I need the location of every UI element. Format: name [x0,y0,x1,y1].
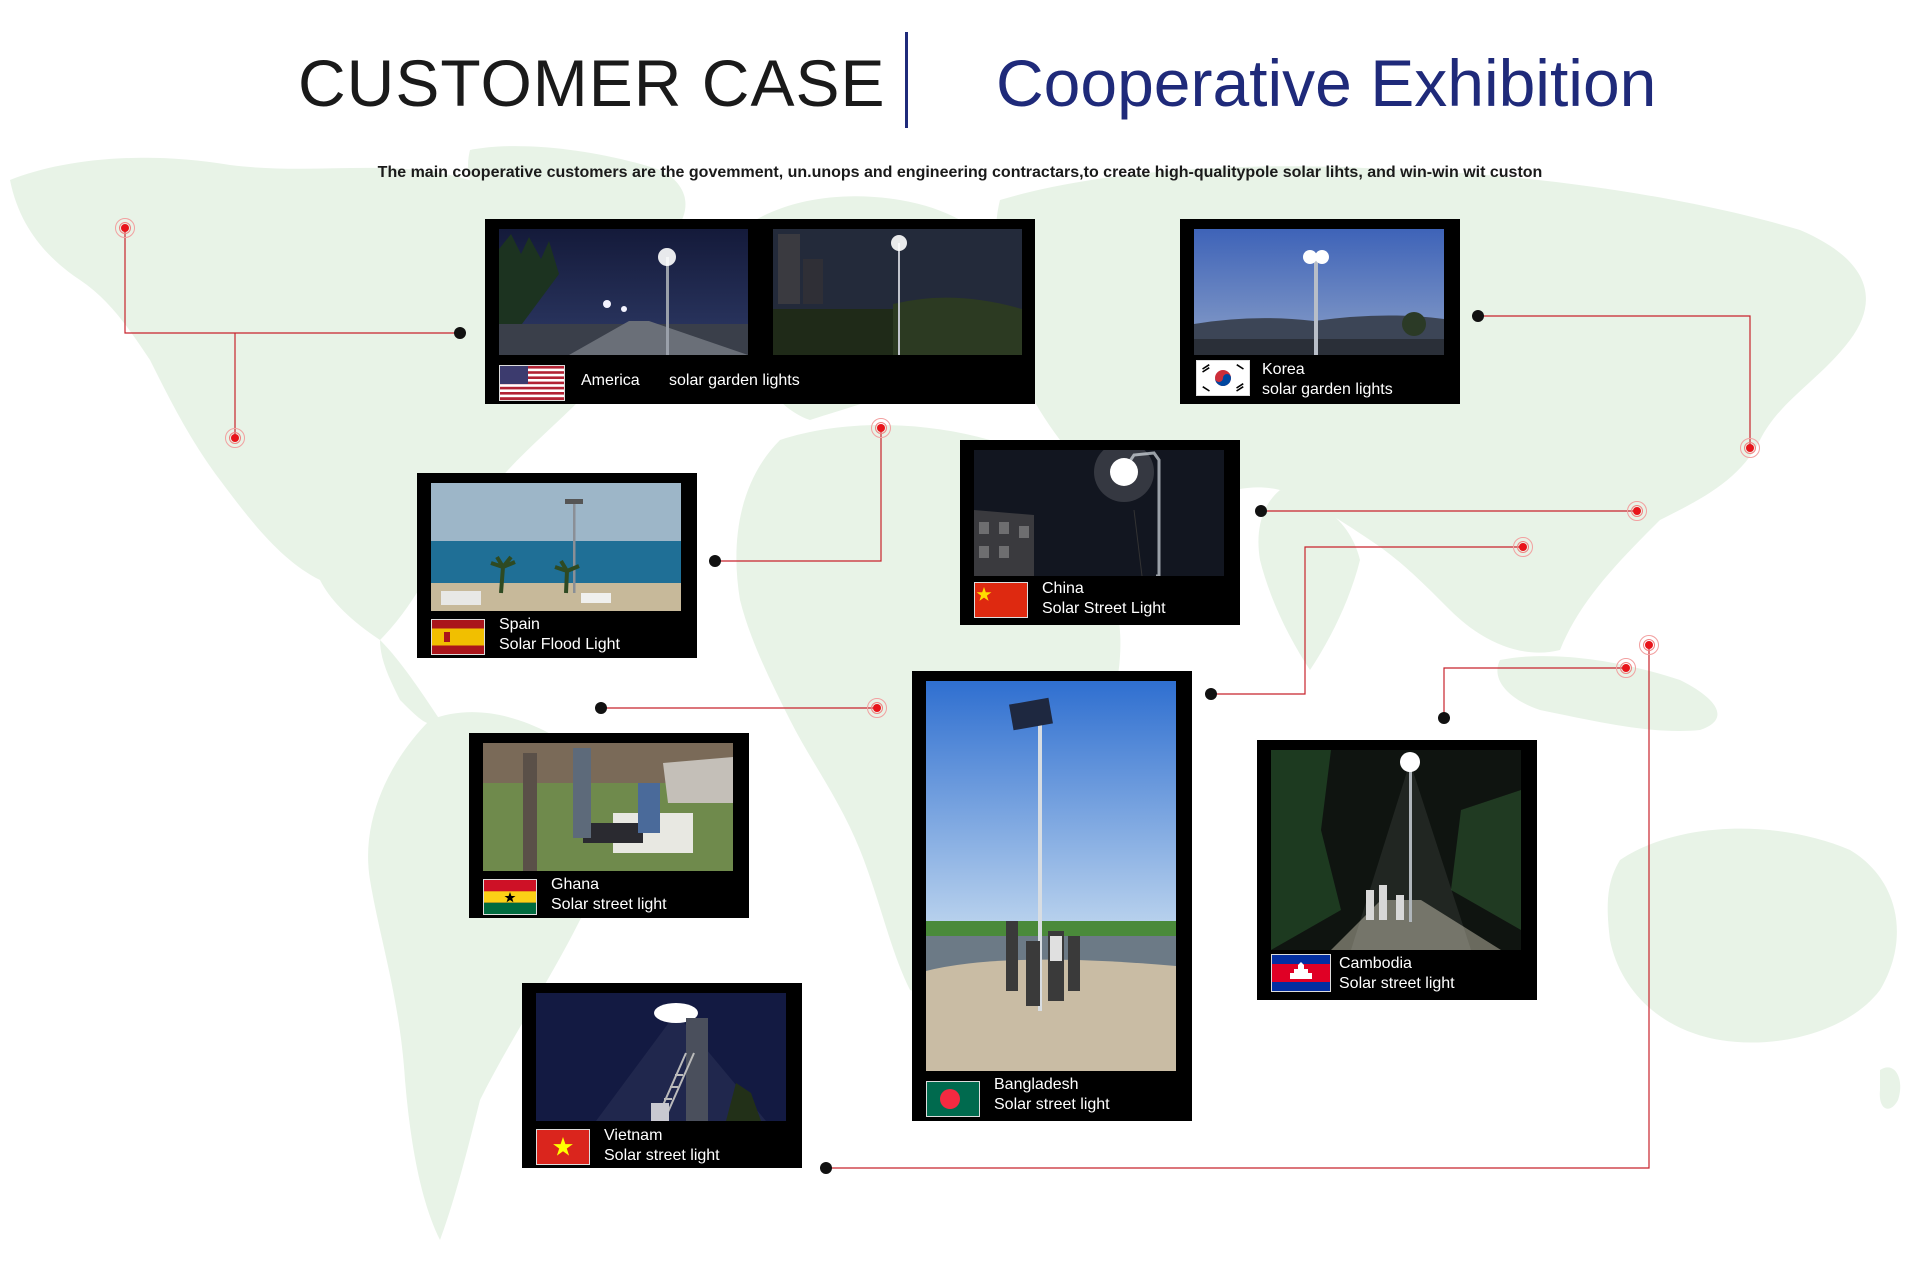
page-title: CUSTOMER CASE [298,46,886,120]
vietnam-photo [536,993,786,1121]
case-card-ghana[interactable]: Ghana Solar street light [469,733,749,918]
spain-country: Spain [499,616,540,633]
location-pin-icon [1639,635,1659,655]
cambodia-country: Cambodia [1339,955,1412,972]
location-pin-icon [867,698,887,718]
kh-flag-icon [1271,954,1331,992]
connector-dot-vietnam [820,1162,832,1174]
connector-dot-america [454,327,466,339]
vn-flag-icon [536,1129,590,1165]
ghana-photo [483,743,733,871]
case-card-bangladesh[interactable]: Bangladesh Solar street light [912,671,1192,1121]
connector-dot-cambodia [1438,712,1450,724]
location-pin-icon [1616,658,1636,678]
cambodia-photo [1271,750,1521,950]
case-card-america[interactable]: America solar garden lights [485,219,1035,404]
location-pin-icon [225,428,245,448]
case-card-korea[interactable]: Korea solar garden lights [1180,219,1460,404]
connector-korea [1478,315,1751,448]
intro-text: The main cooperative customers are the g… [377,164,1543,181]
title-divider [905,32,908,128]
ghana-product: Solar street light [551,896,667,913]
page-subtitle-heading: Cooperative Exhibition [996,46,1657,120]
connector-dot-spain [709,555,721,567]
connector-cambodia [1443,667,1626,718]
spain-photo [431,483,681,611]
case-card-cambodia[interactable]: Cambodia Solar street light [1257,740,1537,1000]
connector-america [124,228,460,438]
kr-flag-icon [1196,360,1250,396]
china-product: Solar Street Light [1042,600,1166,617]
china-photo [974,450,1224,576]
location-pin-icon [1513,537,1533,557]
es-flag-icon [431,619,485,655]
america-product: solar garden lights [669,372,800,389]
connector-dot-korea [1472,310,1484,322]
case-card-spain[interactable]: Spain Solar Flood Light [417,473,697,658]
korea-product: solar garden lights [1262,381,1393,398]
location-pin-icon [1627,501,1647,521]
case-card-china[interactable]: China Solar Street Light [960,440,1240,625]
cn-flag-icon [974,582,1028,618]
bangladesh-product: Solar street light [994,1096,1110,1113]
bangladesh-photo [926,681,1176,1071]
location-pin-icon [115,218,135,238]
china-country: China [1042,580,1084,597]
us-flag-icon [499,365,565,401]
connector-dot-bangladesh [1205,688,1217,700]
america-photo-2 [773,229,1022,355]
cambodia-product: Solar street light [1339,975,1455,992]
gh-flag-icon [483,879,537,915]
korea-photo [1194,229,1444,355]
ghana-country: Ghana [551,876,600,893]
vietnam-product: Solar street light [604,1147,720,1164]
bangladesh-country: Bangladesh [994,1076,1079,1093]
location-pin-icon [1740,438,1760,458]
america-country: America [581,372,640,389]
case-card-vietnam[interactable]: Vietnam Solar street light [522,983,802,1168]
connector-spain [715,428,882,562]
connector-dot-china [1255,505,1267,517]
connector-vietnam [826,645,1650,1169]
location-pin-icon [871,418,891,438]
connector-bangladesh [1211,546,1523,695]
connector-dot-ghana [595,702,607,714]
spain-product: Solar Flood Light [499,636,620,653]
korea-country: Korea [1262,361,1305,378]
bd-flag-icon [926,1081,980,1117]
america-photo-1 [499,229,748,355]
vietnam-country: Vietnam [604,1127,663,1144]
